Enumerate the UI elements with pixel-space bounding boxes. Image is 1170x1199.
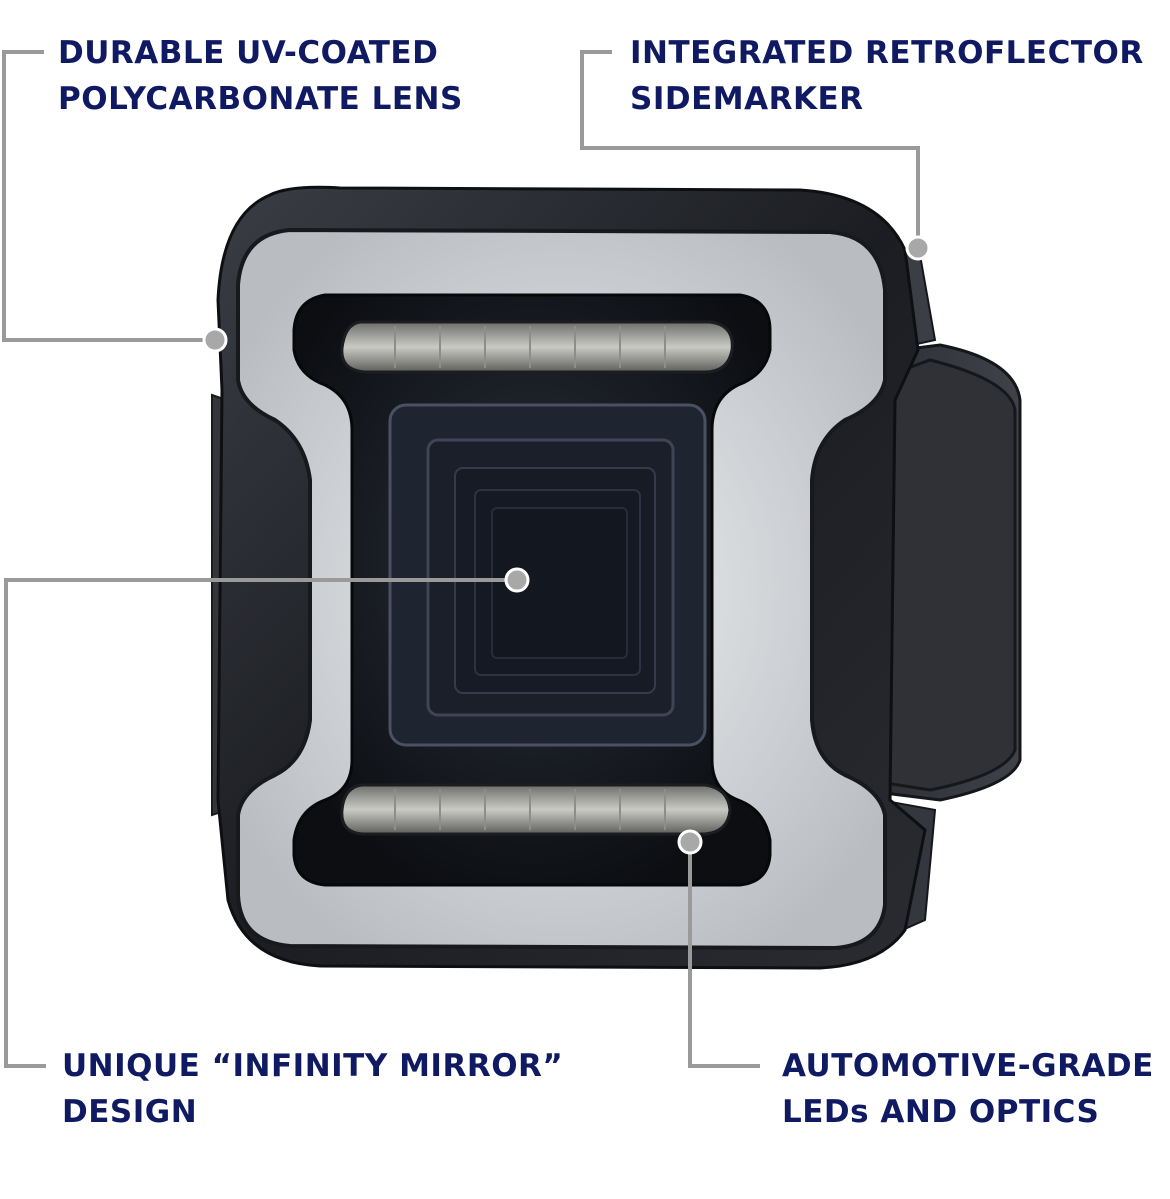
- anchor-dot-lens: [202, 327, 228, 353]
- leader-line-mirror: [4, 578, 517, 1068]
- callout-infinity-mirror: UNIQUE “INFINITY MIRROR” DESIGN: [62, 1043, 563, 1135]
- callout-led-optics: AUTOMOTIVE-GRADE LEDs AND OPTICS: [782, 1043, 1154, 1135]
- leader-line-retroflector: [580, 50, 920, 248]
- callout-retroflector-line1: INTEGRATED RETROFLECTOR: [630, 35, 1144, 71]
- leader-line-lens: [2, 50, 214, 342]
- led-bar-bottom: [340, 783, 732, 836]
- led-bar-top: [340, 320, 734, 374]
- callout-retroflector: INTEGRATED RETROFLECTOR SIDEMARKER: [630, 30, 1144, 122]
- anchor-dot-retroflector: [905, 235, 931, 261]
- callout-led-line2: LEDs AND OPTICS: [782, 1094, 1100, 1130]
- callout-lens-line1: DURABLE UV-COATED: [58, 35, 439, 71]
- leader-line-led: [688, 842, 760, 1068]
- callout-lens-line2: POLYCARBONATE LENS: [58, 81, 463, 117]
- infinity-mirror: [388, 403, 707, 747]
- callout-retroflector-line2: SIDEMARKER: [630, 81, 864, 117]
- anchor-dot-mirror: [504, 567, 530, 593]
- callout-lens: DURABLE UV-COATED POLYCARBONATE LENS: [58, 30, 463, 122]
- callout-mirror-line1: UNIQUE “INFINITY MIRROR”: [62, 1048, 564, 1084]
- callout-mirror-line2: DESIGN: [62, 1094, 198, 1130]
- callout-led-line1: AUTOMOTIVE-GRADE: [782, 1048, 1154, 1084]
- anchor-dot-led: [677, 829, 703, 855]
